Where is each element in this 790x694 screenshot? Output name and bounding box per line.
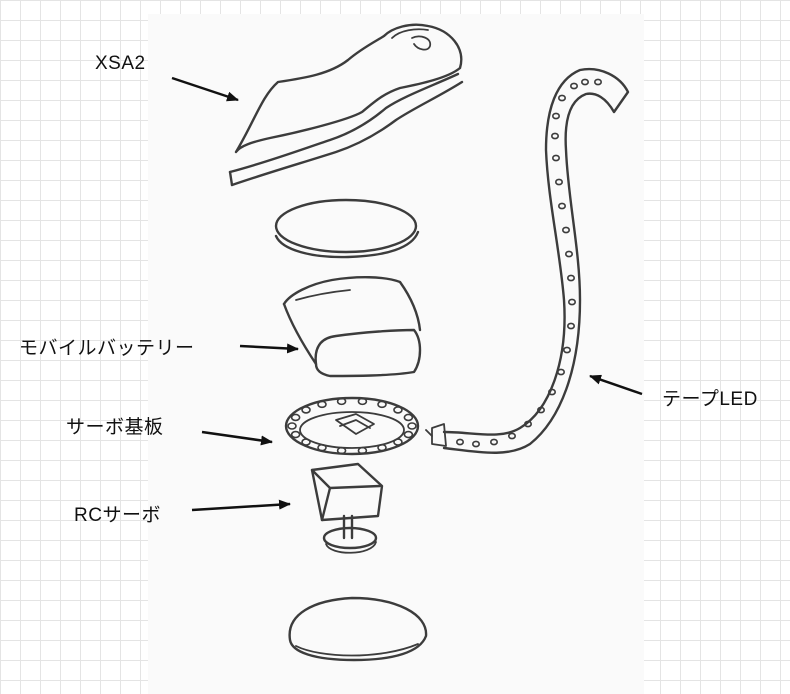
rc-servo-part <box>310 462 384 554</box>
led-chip <box>593 78 602 86</box>
servo-board-component <box>403 413 414 422</box>
servo-board-component <box>377 443 387 452</box>
led-chip <box>580 78 589 86</box>
servo-board-label: サーボ基板 <box>66 417 164 438</box>
servo-board-component <box>290 430 301 439</box>
mobile-battery-part <box>282 276 422 378</box>
servo-board-component <box>287 422 297 430</box>
servo-board-part <box>284 396 420 456</box>
led-chip <box>489 438 498 446</box>
led-chip <box>536 406 545 414</box>
led-chip <box>550 132 559 140</box>
servo-board-component <box>407 422 417 430</box>
tape-led-label: テープLED <box>662 389 758 410</box>
led-chip <box>567 298 576 306</box>
servo-board-component <box>403 430 414 439</box>
upper-disc-part <box>274 198 420 259</box>
xsa2-arrow <box>171 76 239 102</box>
led-chip <box>557 94 566 102</box>
servo-board-component <box>393 406 403 414</box>
led-chip <box>554 178 563 186</box>
led-chip <box>471 440 480 448</box>
led-chip <box>561 226 570 234</box>
rc-servo-arrow <box>191 499 291 512</box>
xsa2-part <box>228 23 464 187</box>
servo-board-component <box>336 446 347 455</box>
servo-board-arrow <box>201 430 273 446</box>
led-chip <box>566 322 575 330</box>
led-chip <box>562 346 571 354</box>
xsa2-label: XSA2 <box>95 53 146 74</box>
led-chip <box>507 432 516 440</box>
servo-board-component <box>317 443 327 452</box>
servo-board-component <box>357 446 368 455</box>
servo-board-component <box>317 400 327 409</box>
servo-board-component <box>336 397 347 406</box>
servo-board-component <box>301 406 311 414</box>
mobile-battery-arrow <box>239 343 299 354</box>
tape-led-arrow <box>589 374 643 396</box>
servo-board-component <box>301 438 311 446</box>
servo-board-component <box>393 438 403 446</box>
led-chip <box>566 274 575 282</box>
led-chip <box>551 154 560 162</box>
mobile-battery-label: モバイルバッテリー <box>19 338 195 359</box>
servo-board-component <box>377 400 387 409</box>
led-chip <box>551 112 560 120</box>
tape-led-part <box>425 67 630 454</box>
led-chip <box>569 82 578 90</box>
led-chip <box>556 368 565 376</box>
rc-servo-label: RCサーボ <box>74 505 161 526</box>
servo-board-component <box>290 413 301 422</box>
led-chip <box>557 202 566 210</box>
led-chip <box>455 438 464 446</box>
led-chip <box>564 250 573 258</box>
led-chip <box>547 388 556 396</box>
led-chip <box>523 420 532 428</box>
servo-board-component <box>357 397 368 406</box>
base-disc-part <box>288 596 428 662</box>
